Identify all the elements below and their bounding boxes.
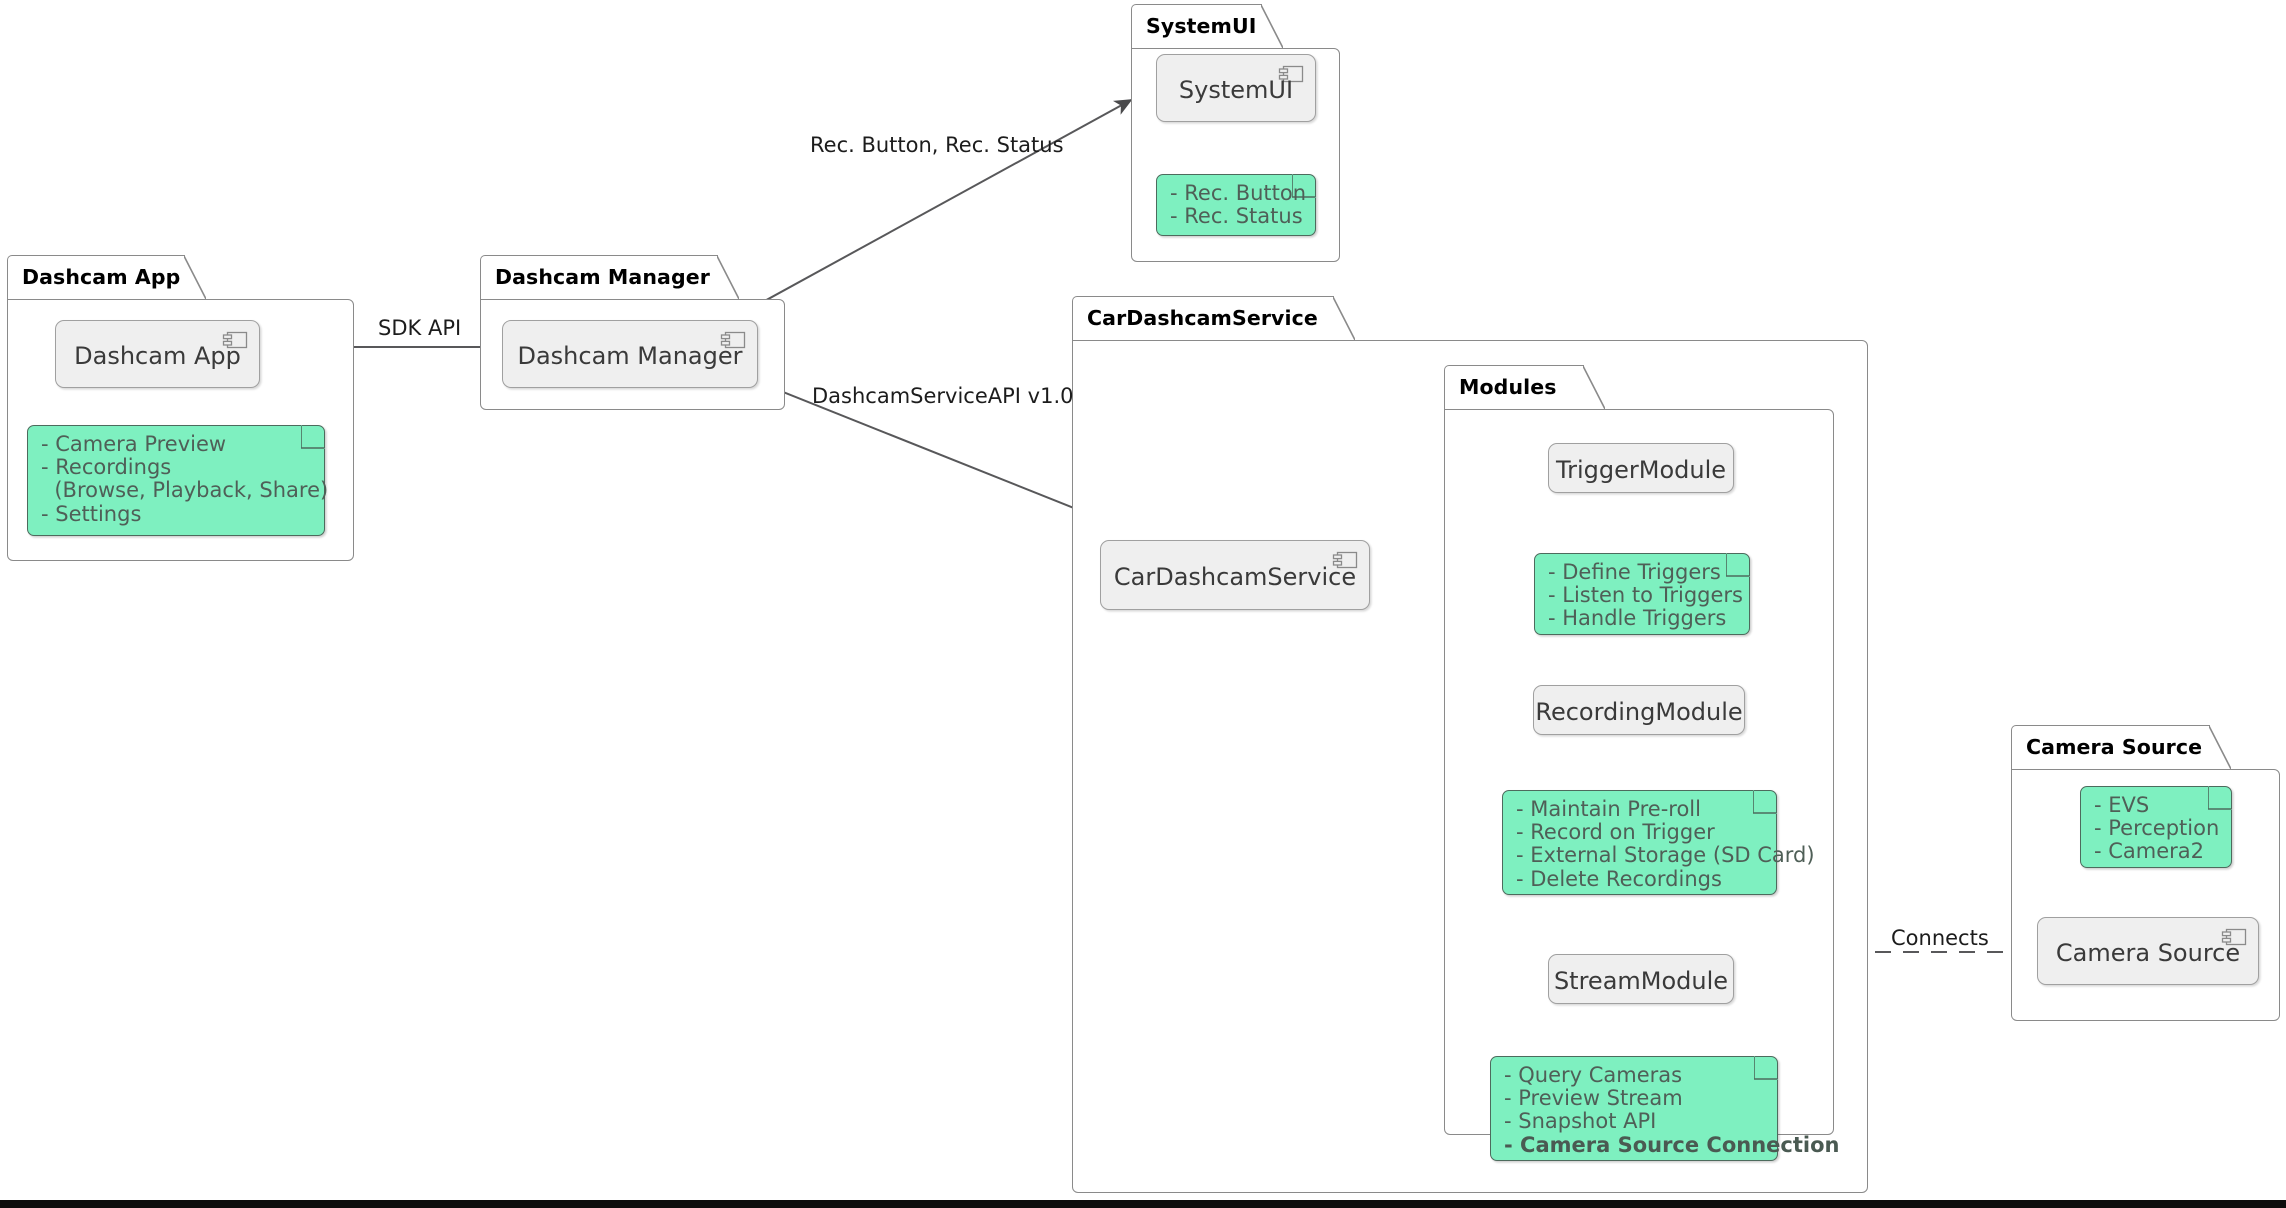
note-line-1: - Preview Stream [1504,1086,1683,1111]
note-line-2: - Snapshot API [1504,1109,1657,1134]
package-dashcam-app: Dashcam App Dashcam App - Camera Preview… [7,255,354,561]
edge-label-dashcamserviceapi: DashcamServiceAPI v1.0 [812,384,1074,408]
package-title: Modules [1459,375,1557,399]
package-title: CarDashcamService [1087,306,1318,330]
note-camera-source: - EVS - Perception - Camera2 [2080,786,2232,868]
edge-label-sdk-api: SDK API [378,316,462,340]
component-icon [1278,65,1304,83]
component-label: Dashcam Manager [517,342,743,370]
package-modules: Modules TriggerModule - Define Triggers … [1444,365,1839,1161]
component-label: TriggerModule [1555,456,1727,484]
component-triggermodule[interactable]: TriggerModule [1548,443,1734,493]
component-systemui[interactable]: SystemUI [1156,54,1316,122]
note-corner-fold-icon [2208,786,2232,810]
folder-fold-icon [184,256,206,300]
edge-rec-button-status [729,99,1133,321]
component-icon [222,331,248,349]
note-text: - Query Cameras - Preview Stream - Snaps… [1504,1063,1839,1157]
note-corner-fold-icon [1292,174,1316,198]
component-icon [2221,928,2247,946]
folder-fold-icon [1333,297,1355,341]
edge-dashcamserviceapi [732,371,1141,536]
package-tab: Modules [1444,365,1605,410]
component-icon [720,331,746,349]
note-triggermodule: - Define Triggers - Listen to Triggers -… [1534,553,1750,635]
package-title: Dashcam Manager [495,265,710,289]
folder-fold-icon [2209,726,2231,770]
component-camera-source[interactable]: Camera Source [2037,917,2259,985]
component-label: Camera Source [2055,939,2241,967]
component-cardashcamservice[interactable]: CarDashcamService [1100,540,1370,610]
note-systemui: - Rec. Button - Rec. Status [1156,174,1316,236]
note-text: - Camera Preview - Recordings (Browse, P… [41,432,329,526]
note-corner-fold-icon [1754,1056,1778,1080]
note-corner-fold-icon [301,425,325,449]
package-tab: Camera Source [2011,725,2231,770]
component-label: SystemUI [1178,76,1294,104]
package-cardashcamservice: CarDashcamService CarDashcamService Modu… [1072,296,1868,1193]
note-line-3-bold: - Camera Source Connection [1504,1132,1840,1157]
package-title: Dashcam App [22,265,181,289]
note-text: - Define Triggers - Listen to Triggers -… [1548,560,1743,631]
bottom-bar [0,1200,2286,1208]
note-text: - Maintain Pre-roll - Record on Trigger … [1516,797,1815,891]
component-dashcam-app[interactable]: Dashcam App [55,320,260,388]
edge-label-connects: Connects [1891,926,1989,950]
component-icon [1332,551,1358,569]
package-body [1444,409,1834,1135]
package-tab: Dashcam App [7,255,206,300]
note-corner-fold-icon [1753,790,1777,814]
note-dashcam-app: - Camera Preview - Recordings (Browse, P… [27,425,329,536]
package-title: Camera Source [2026,735,2203,759]
package-title: SystemUI [1146,14,1257,38]
note-text: - Rec. Button - Rec. Status [1170,181,1307,229]
note-text: - EVS - Perception - Camera2 [2094,793,2220,864]
component-dashcam-manager[interactable]: Dashcam Manager [502,320,758,388]
package-tab: SystemUI [1131,4,1283,49]
folder-fold-icon [1583,366,1605,410]
component-streammodule[interactable]: StreamModule [1548,954,1734,1004]
note-corner-fold-icon [1726,553,1750,577]
note-streammodule: - Query Cameras - Preview Stream - Snaps… [1490,1056,1839,1161]
component-recordingmodule[interactable]: RecordingModule [1533,685,1745,735]
note-recordingmodule: - Maintain Pre-roll - Record on Trigger … [1502,790,1815,895]
package-tab: CarDashcamService [1072,296,1355,341]
component-label: Dashcam App [74,342,241,370]
note-line-0: - Query Cameras [1504,1063,1683,1087]
component-label: StreamModule [1553,967,1729,995]
package-dashcam-manager: Dashcam Manager Dashcam Manager [480,255,785,410]
folder-fold-icon [1261,5,1283,49]
component-label: CarDashcamService [1113,563,1357,591]
folder-fold-icon [717,256,739,300]
edge-label-rec-button-status: Rec. Button, Rec. Status [810,133,1064,157]
package-camera-source: Camera Source - EVS - Perception - Camer… [2011,725,2280,1021]
component-label: RecordingModule [1535,698,1743,726]
package-systemui: SystemUI SystemUI - Rec. Button - Rec. S… [1131,4,1340,262]
package-tab: Dashcam Manager [480,255,739,300]
